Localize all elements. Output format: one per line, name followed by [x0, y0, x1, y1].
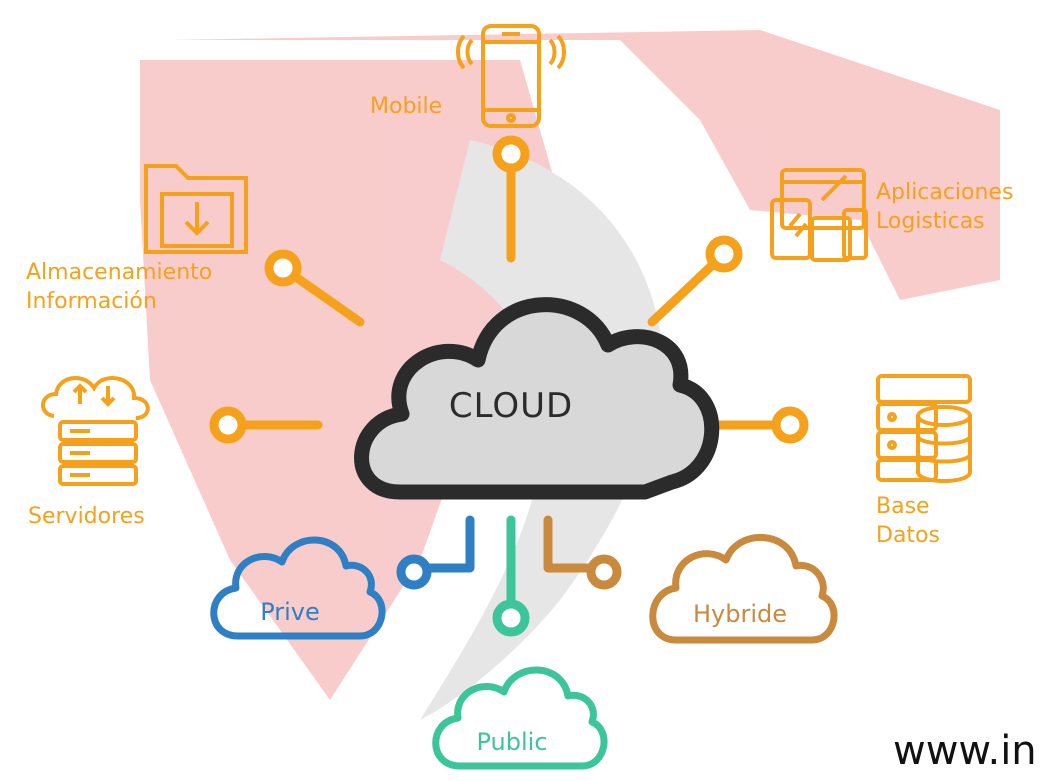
almacenamiento-label-line-1: Almacenamiento	[26, 260, 213, 285]
database-icon	[876, 374, 972, 483]
mobile-label: Mobile	[370, 94, 443, 119]
connector-hybride	[543, 515, 622, 590]
public-cloud-icon	[432, 666, 608, 770]
center-cloud-label: CLOUD	[448, 386, 574, 426]
almacenamiento-label-line-2: Información	[26, 289, 157, 314]
footer-url: www.in	[893, 728, 1037, 774]
prive-cloud-icon	[210, 536, 386, 640]
base-datos-label-line-2: Datos	[876, 523, 940, 548]
base-datos-label: Base Datos	[876, 492, 940, 550]
base-datos-label-line-1: Base	[876, 494, 930, 519]
shield-watermark-grey	[420, 140, 662, 720]
connector-aplicaciones	[647, 235, 743, 327]
connector-prive	[396, 515, 475, 590]
prive-label: Prive	[260, 598, 320, 626]
server-cloud-icon	[41, 376, 150, 486]
shield-watermark-red	[140, 30, 1000, 700]
connector-public	[492, 515, 530, 637]
central-cloud-icon	[354, 297, 720, 500]
folder-download-icon	[144, 164, 248, 254]
connector-mobile	[492, 135, 530, 263]
aplicaciones-label: Aplicaciones Logisticas	[876, 178, 1013, 236]
aplicaciones-label-line-1: Aplicaciones	[876, 180, 1014, 205]
hybride-cloud-icon	[649, 534, 838, 644]
connector-almacenamiento	[264, 249, 365, 327]
devices-icon	[770, 168, 868, 262]
almacenamiento-label: Almacenamiento Información	[26, 258, 212, 316]
shield-watermark	[140, 30, 1000, 720]
servidores-label: Servidores	[28, 504, 145, 529]
hybride-label: Hybride	[692, 600, 788, 628]
aplicaciones-label-line-2: Logisticas	[876, 209, 985, 234]
connector-servidores	[209, 406, 323, 444]
smartphone-icon	[456, 24, 566, 128]
public-label: Public	[476, 728, 548, 756]
